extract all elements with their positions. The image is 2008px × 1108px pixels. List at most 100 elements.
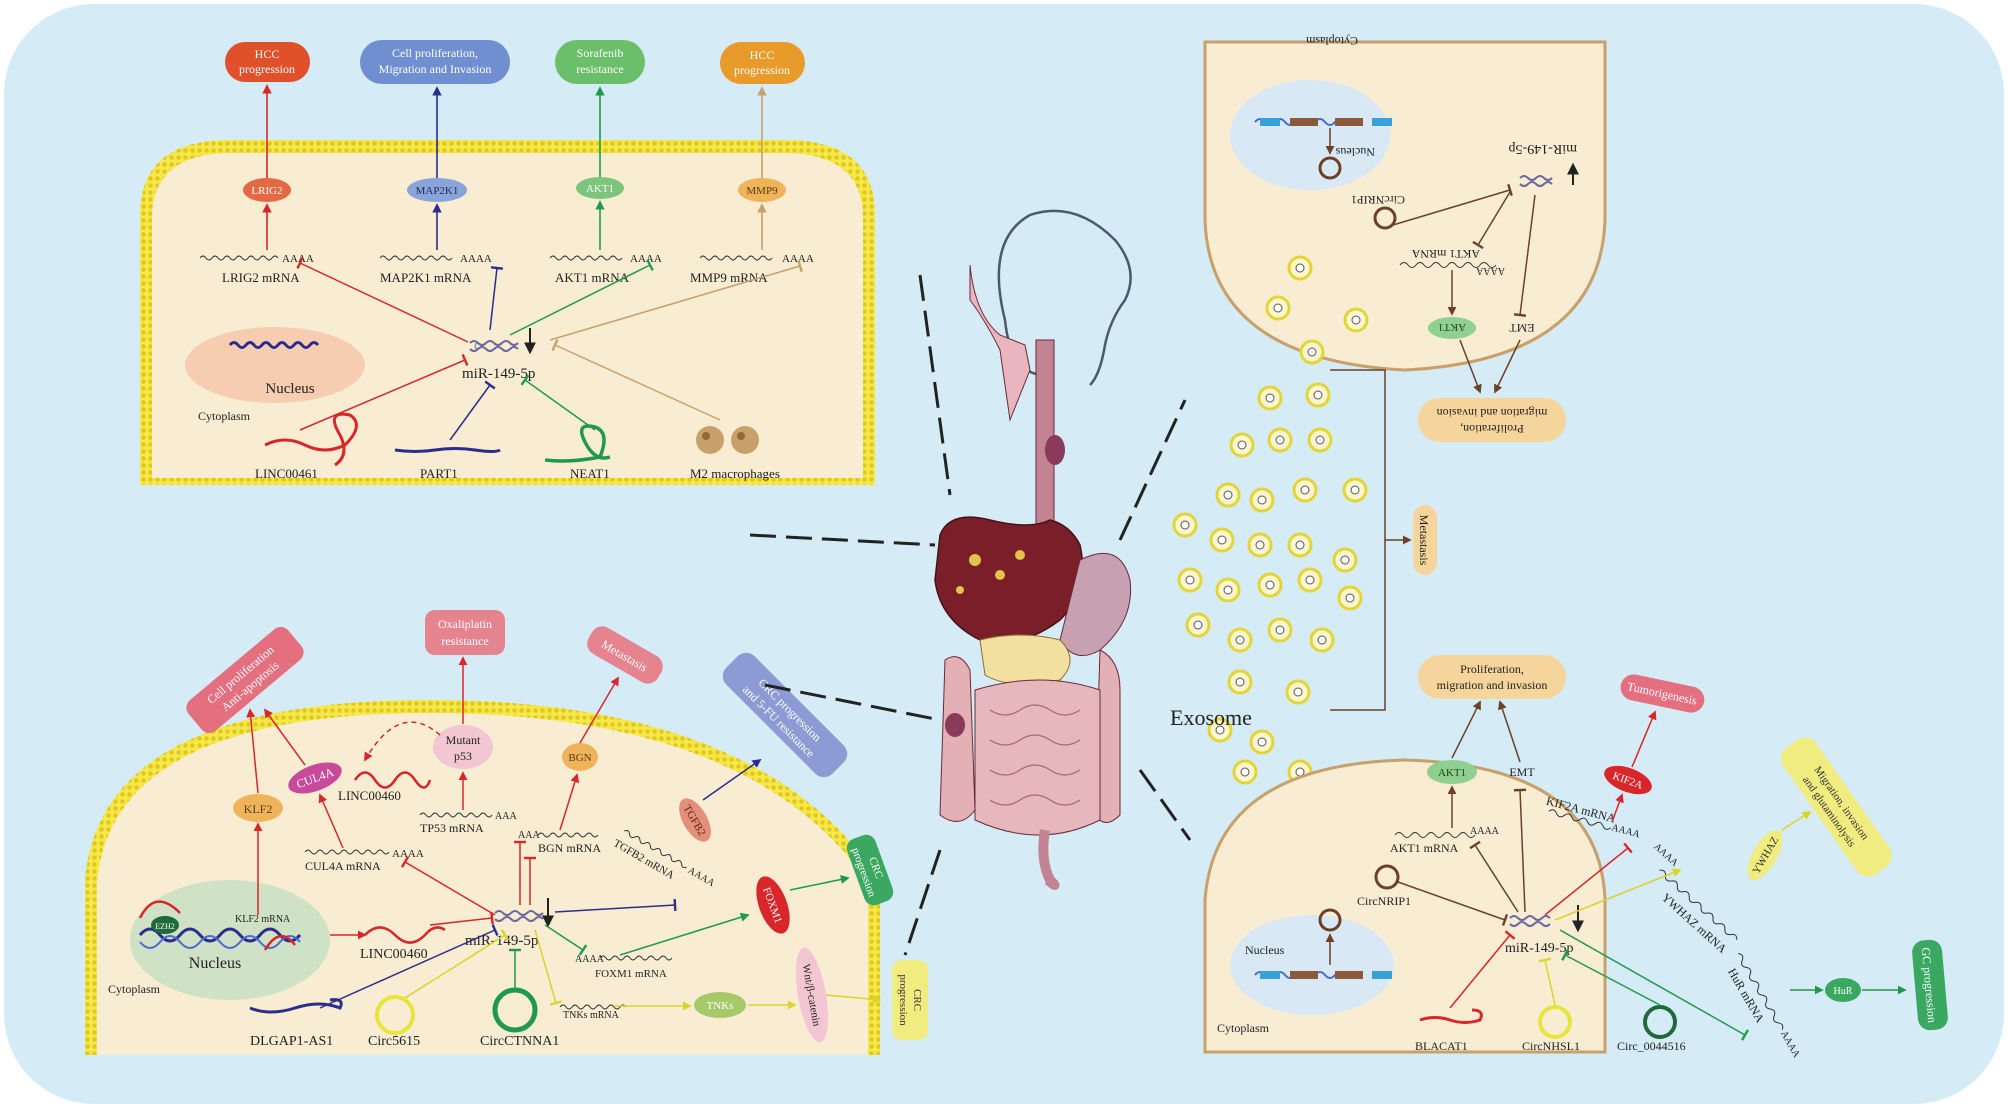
top-exon-3 (1335, 118, 1363, 126)
protein-foxm1 (756, 876, 790, 934)
gastric-top-akt1-label: AKT1 (1438, 321, 1466, 333)
ezh2-label: EZH2 (155, 922, 175, 931)
liver-outcome-3-line1: Sorafenib (577, 46, 624, 60)
liver-outcome-1 (225, 42, 310, 82)
gastric-bottom-circ-ring (1374, 864, 1400, 890)
crc-panel: Cell proliferation Anti-apoptosis Oxalip… (85, 610, 928, 1055)
gastric-top-cytoplasm: Cytoplasm (1305, 34, 1358, 48)
sponge-neat1: NEAT1 (570, 466, 610, 481)
gastric-bottom-outcome-2 (1620, 674, 1705, 713)
sponge-circnhsl1: CircNHSL1 (1522, 1039, 1580, 1053)
protein-akt1 (576, 177, 624, 199)
gastric-bottom-nucleus-label: Nucleus (1245, 943, 1285, 957)
protein-tnks-label: TNKs (707, 1000, 734, 1012)
protein-akt1-label: AKT1 (586, 183, 614, 195)
exosome-core (1223, 585, 1233, 595)
exosome-core (1265, 393, 1275, 403)
liver-mirna-label: miR-149-5p (462, 366, 535, 382)
gastric-bottom-mrna-akt1: AKT1 mRNA (1390, 841, 1459, 855)
liver-nucleus (185, 327, 365, 403)
top-exon-2 (1290, 118, 1318, 126)
exosome-core (1275, 625, 1285, 635)
exosome-core (1315, 435, 1325, 445)
liver-outcome-1-line1: HCC (255, 47, 280, 61)
exosome-core (1235, 635, 1245, 645)
protein-map2k1-label: MAP2K1 (416, 185, 459, 197)
liver-mrna-akt1: AKT1 mRNA (555, 270, 630, 285)
gastric-bottom-outcome-4-label: GC progression (1919, 947, 1940, 1024)
liver-outcome-2-line1: Cell proliferation, (392, 46, 478, 60)
protein-klf2 (233, 794, 283, 822)
liver-outcome-4-line1: HCC (750, 48, 775, 62)
protein-mmp9 (738, 178, 786, 202)
blacat1-rna (1419, 1008, 1483, 1024)
liver-outcome-4-line2: progression (734, 63, 790, 77)
m2-macrophages-icon (696, 426, 759, 454)
gastric-top-circ: CircNRIP1 (1351, 193, 1405, 207)
exosome-core (1237, 440, 1247, 450)
exosome-core (1295, 263, 1305, 273)
gastric-bottom-nucleus (1230, 915, 1394, 1015)
exosome-core (1307, 347, 1317, 357)
gastric-bottom-mirna-icon (1509, 915, 1551, 927)
crc-outcome-3 (587, 626, 663, 684)
sponge-circctnna1: CircCTNNA1 (480, 1034, 559, 1049)
bottom-exon-4 (1372, 971, 1392, 979)
liver-polya-2: AAAA (460, 253, 492, 265)
crc-linc00460-bottom: LINC00460 (360, 947, 428, 962)
bottom-exon-2 (1290, 971, 1318, 979)
dlgap1-as1-rna (249, 998, 343, 1014)
exosome-core (1317, 635, 1327, 645)
crc-nucleus (130, 880, 330, 1000)
exosome-core (1217, 535, 1227, 545)
gastric-top-outcome-line1: Proliferation, (1460, 422, 1524, 436)
crc-outcome-4 (722, 652, 848, 778)
linc00460-rna (364, 926, 446, 944)
exosome-connector (1330, 369, 1412, 711)
liver-polya-3: AAAA (630, 253, 662, 265)
liver-mrna-mmp9: MMP9 mRNA (690, 270, 768, 285)
gastric-bottom-circ: CircNRIP1 (1357, 894, 1411, 908)
exosome-core (1255, 540, 1265, 550)
crc-progression-2-line1: CRC (911, 989, 923, 1011)
circ0044516-ring (1643, 1005, 1677, 1039)
exosome-core (1350, 485, 1360, 495)
exosome-core (1295, 540, 1305, 550)
gastric-top-akt1 (1428, 317, 1476, 339)
crc-mrna-cul4a: CUL4A mRNA (305, 859, 381, 873)
exosome-core (1257, 737, 1267, 747)
crc-polya-1: AAAA (392, 848, 424, 860)
sponge-circ5615: Circ5615 (368, 1034, 420, 1049)
exosome-core (1235, 677, 1245, 687)
crc-mrna-klf2: KLF2 mRNA (235, 914, 291, 925)
exosome-core (1300, 485, 1310, 495)
liver-outcome-4 (720, 42, 805, 84)
gastric-bottom-outcome-1 (1418, 655, 1566, 699)
gastric-bottom-akt1-label: AKT1 (1438, 767, 1466, 779)
bottom-exon-1 (1260, 971, 1280, 979)
gastric-bottom-akt1 (1427, 760, 1477, 784)
circnhsl1-ring (1538, 1005, 1572, 1039)
crc-mrna-foxm1: FOXM1 mRNA (595, 968, 667, 980)
protein-klf2-label: KLF2 (244, 802, 273, 816)
gastric-bottom-panel: Proliferation, migration and invasion Tu… (1203, 655, 1948, 1060)
liver-outcome-3-line2: resistance (576, 62, 623, 76)
crc-cytoplasm-label: Cytoplasm (108, 982, 161, 996)
sponge-blacat1: BLACAT1 (1415, 1039, 1468, 1053)
bottom-exon-3 (1335, 971, 1363, 979)
gastric-top-nucleus (1230, 80, 1390, 190)
crc-progression-1 (846, 834, 894, 906)
linc00460-coil (353, 771, 432, 789)
crc-progression-2 (892, 960, 928, 1040)
protein-wnt (795, 947, 829, 1043)
protein-tgfb2 (679, 798, 711, 842)
protein-map2k1 (407, 178, 467, 202)
exosome-core (1273, 303, 1283, 313)
exosome-core (1240, 767, 1250, 777)
exosome-core (1215, 725, 1225, 735)
sponge-dlgap1-as1: DLGAP1-AS1 (250, 1034, 333, 1049)
crc-mrna-tp53: TP53 mRNA (420, 821, 484, 835)
metastasis-label: Metastasis (1417, 515, 1431, 566)
liver-outcome-2 (360, 40, 510, 84)
